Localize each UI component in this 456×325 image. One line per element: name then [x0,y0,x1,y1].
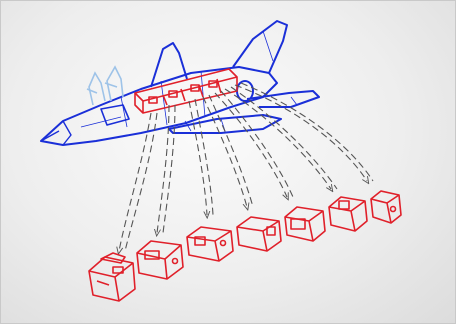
arrow-module-2b [163,105,175,233]
arrow-module-4 [203,97,247,207]
module-4 [237,217,281,251]
module-7 [371,191,401,223]
aircraft-tail-fin [233,21,287,73]
module-2 [137,241,183,279]
modules [89,191,401,301]
module-5 [285,207,325,241]
module-6 [329,197,367,231]
module-3 [187,227,233,261]
module-1 [89,257,135,301]
aircraft-fuselage [41,67,277,145]
aircraft [41,21,319,145]
